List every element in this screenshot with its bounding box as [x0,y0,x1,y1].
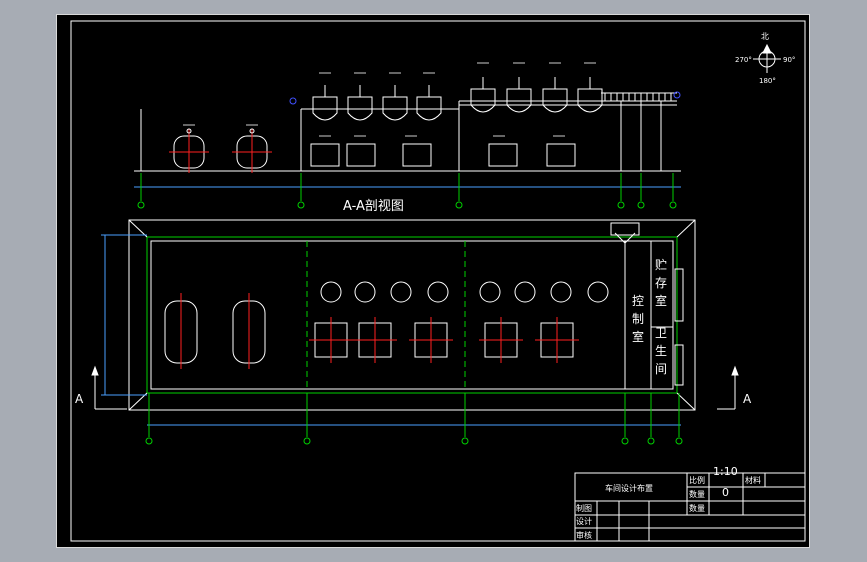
title-block [574,472,806,542]
qty-value: 0 [722,486,729,499]
svg-text:A: A [743,392,752,406]
designed-label: 设计 [576,516,592,526]
room-toilet: 卫 生 间 [655,326,667,376]
reactor-group-left [312,85,442,121]
room-control: 控 制 室 [632,294,644,344]
section-marker-left: A [75,365,127,410]
material-label: 材料 [745,475,761,485]
svg-text:控: 控 [632,294,644,308]
storage-tank-1 [169,128,209,173]
elevation-view [134,62,681,188]
reactor-group-right [470,77,603,113]
svg-text:室: 室 [632,329,644,344]
svg-text:制: 制 [632,312,644,326]
plan-reactors [320,281,609,303]
qty-label: 数量 [689,489,705,499]
plan-view [128,219,696,411]
svg-text:90°: 90° [783,56,795,64]
drawing-name: 车间设计布置 [605,483,653,493]
section-title: A-A剖视图 [343,199,404,214]
compass-icon: 北 90° 270° 180° [735,32,795,85]
room-storage: 贮 存 室 [655,257,667,308]
weight-label: 数量 [689,503,705,513]
svg-text:生: 生 [655,344,667,358]
storage-tank-2 [232,128,272,173]
scale-value: 1:10 [713,465,738,478]
svg-text:存: 存 [655,276,667,290]
svg-text:贮: 贮 [655,257,667,272]
drawing-sheet: A-A剖视图 [56,14,810,548]
plan-axes [145,393,683,445]
svg-text:270°: 270° [735,56,752,64]
scale-label: 比例 [689,475,705,485]
svg-text:A: A [75,392,84,406]
checked-label: 审核 [576,530,592,540]
drawing-canvas: A-A剖视图 [70,20,806,542]
drawn-label: 制图 [576,503,592,513]
svg-text:间: 间 [655,362,667,376]
svg-text:北: 北 [761,32,769,41]
inner-frame [70,20,806,542]
svg-text:180°: 180° [759,77,776,85]
plan-dimensions [101,234,681,426]
plan-equipment [309,317,579,363]
svg-text:室: 室 [655,293,667,308]
section-marker-right: A [717,365,752,410]
svg-text:卫: 卫 [655,326,667,340]
elevation-axes [137,173,677,209]
